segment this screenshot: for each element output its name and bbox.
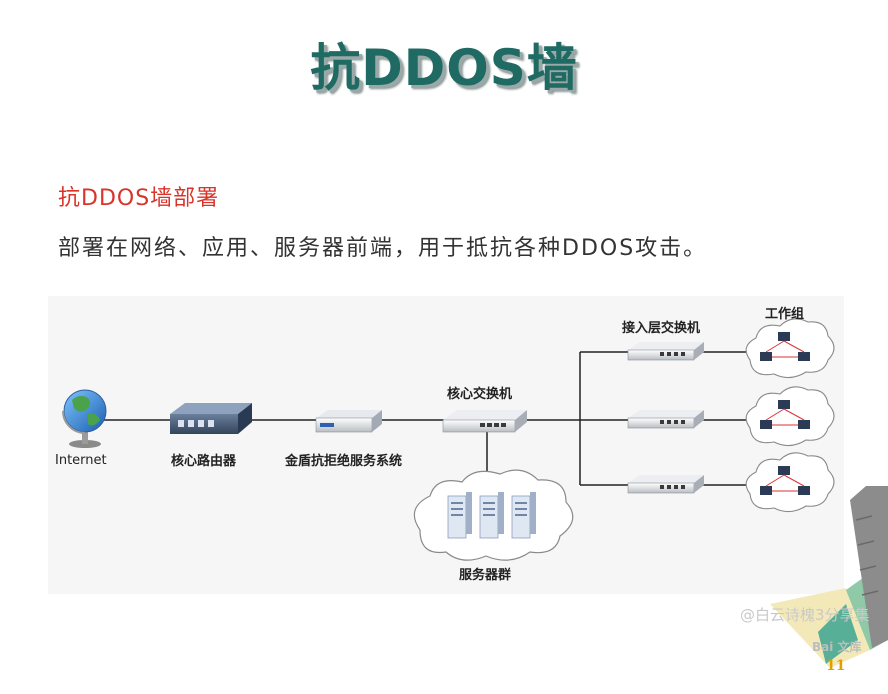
workgroup-cloud-icon-1	[745, 318, 835, 379]
workgroup-cloud-icon-3	[745, 452, 835, 513]
access-switch-label: 接入层交换机	[622, 320, 700, 336]
server-rack-icons	[447, 492, 536, 539]
connection-lines	[100, 351, 748, 486]
server-group-label: 服务器群	[459, 567, 511, 583]
slide-title: 抗DDOS墙	[310, 39, 578, 97]
internet-label: Internet	[55, 453, 107, 468]
core-switch-icon	[442, 410, 527, 433]
brand-watermark: Bai 文库	[812, 640, 862, 654]
firewall-appliance-icon	[315, 410, 382, 433]
page-number: 11	[826, 658, 846, 674]
core-switch-label: 核心交换机	[447, 386, 512, 402]
access-switch-icon-3	[627, 475, 704, 494]
corner-decoration-icon	[770, 486, 888, 668]
firewall-label: 金盾抗拒绝服务系统	[284, 453, 402, 469]
workgroup-cloud-icon-2	[745, 386, 835, 447]
internet-globe-icon	[62, 389, 107, 448]
slide-subtitle: 抗DDOS墙部署	[58, 186, 220, 211]
access-switch-icon-2	[627, 410, 704, 429]
server-icon-3	[511, 492, 536, 539]
workgroup-label: 工作组	[765, 306, 804, 322]
access-switch-icon-1	[627, 342, 704, 361]
server-icon-2	[479, 492, 504, 539]
server-icon-1	[447, 492, 472, 539]
watermark-text: @白云诗槐3分享集	[740, 606, 870, 624]
core-router-label: 核心路由器	[171, 453, 237, 469]
core-router-icon	[170, 403, 252, 434]
slide-body-text: 部署在网络、应用、服务器前端，用于抵抗各种DDOS攻击。	[58, 236, 708, 261]
